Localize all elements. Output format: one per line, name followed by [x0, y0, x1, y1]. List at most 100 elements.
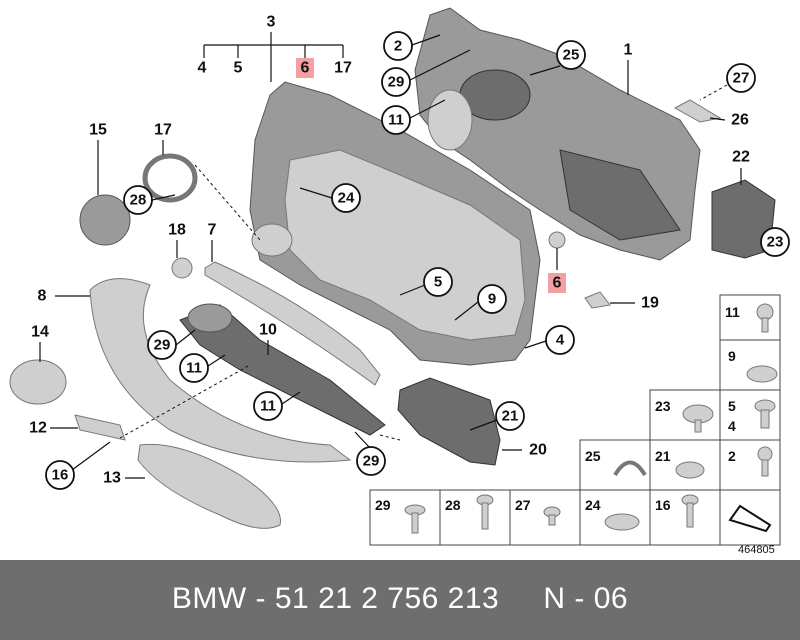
- table-cell-label: 5: [728, 398, 736, 414]
- callout-17: 17: [154, 122, 172, 155]
- callout-10: 10: [259, 322, 277, 355]
- svg-text:18: 18: [168, 222, 186, 239]
- callout-18: 18: [168, 222, 186, 258]
- svg-text:7: 7: [208, 222, 217, 239]
- callout-9: 9: [454, 284, 507, 321]
- exploded-parts-diagram: 3 4 5 6 17 2 29 11 25 1 2: [9, 7, 790, 556]
- callout-25: 25: [529, 40, 586, 76]
- callout-26: 26: [709, 112, 749, 129]
- svg-text:22: 22: [732, 149, 750, 166]
- svg-text:8: 8: [38, 288, 47, 305]
- table-cell-label-second: 4: [728, 418, 736, 434]
- small-ring-part: [171, 257, 193, 279]
- svg-text:28: 28: [130, 192, 147, 209]
- callout-5: 5: [399, 267, 453, 297]
- callout-16: 16: [45, 364, 251, 490]
- callout-13: 13: [103, 470, 145, 487]
- svg-text:15: 15: [89, 122, 107, 139]
- callout-28: 28: [123, 164, 261, 241]
- callout-15: 15: [89, 122, 107, 195]
- svg-text:26: 26: [731, 112, 749, 129]
- svg-text:23: 23: [767, 234, 784, 251]
- callout-7: 7: [208, 222, 217, 262]
- top-group-main-label: 3: [267, 14, 276, 31]
- table-cell-label: 9: [728, 348, 736, 364]
- table-cell-label: 29: [375, 497, 391, 513]
- svg-text:2: 2: [394, 38, 402, 55]
- callout-20: 20: [502, 442, 547, 459]
- callout-11b: 11: [179, 353, 226, 383]
- svg-text:16: 16: [52, 467, 69, 484]
- table-cell-label: 25: [585, 448, 601, 464]
- part-number-caption: BMW - 51 21 2 756 213 N - 06: [171, 582, 629, 615]
- table-cell-label: 2: [728, 448, 736, 464]
- top-group-label-5: 5: [234, 60, 243, 77]
- handle-bezel-part: [187, 303, 233, 333]
- table-cell-label: 11: [725, 304, 740, 320]
- callout-11c: 11: [253, 391, 301, 421]
- table-cell-label: 23: [655, 398, 671, 414]
- svg-text:29: 29: [154, 337, 171, 354]
- svg-text:5: 5: [434, 274, 442, 291]
- top-group-label-6: 6: [301, 60, 310, 77]
- svg-text:17: 17: [154, 122, 172, 139]
- top-group-bracket: 3 4 5 6 17: [198, 14, 352, 82]
- svg-text:19: 19: [641, 295, 659, 312]
- svg-text:10: 10: [259, 322, 277, 339]
- callout-8: 8: [38, 288, 90, 305]
- table-cell-label: 27: [515, 497, 531, 513]
- table-cell-label: 21: [655, 448, 671, 464]
- callout-1: 1: [624, 42, 633, 95]
- bracket-part-26: [673, 99, 722, 123]
- svg-text:21: 21: [502, 408, 519, 425]
- handle-cover-part: [137, 443, 281, 529]
- callout-12: 12: [29, 420, 78, 437]
- handle-carrier-part: [179, 304, 386, 436]
- diagram-canvas: 3 4 5 6 17 2 29 11 25 1 2: [9, 7, 790, 556]
- highlight-marker-top: [296, 58, 314, 78]
- highlight-marker-lower: [548, 273, 566, 293]
- orientation-arrow-icon: [728, 504, 772, 533]
- callout-24: 24: [299, 183, 361, 213]
- callout-29b: 29: [147, 329, 196, 360]
- callout-21: 21: [469, 401, 525, 431]
- table-cell-label: 28: [445, 497, 461, 513]
- svg-text:9: 9: [488, 291, 496, 308]
- top-group-label-4: 4: [198, 60, 207, 77]
- callout-29a: 29: [381, 49, 471, 97]
- speaker-ring-part: [142, 153, 198, 203]
- svg-text:27: 27: [733, 70, 750, 87]
- svg-text:1: 1: [624, 42, 633, 59]
- small-parts-table: 11 9 23 5 4 25 21 2 29 28 27 24: [369, 294, 781, 546]
- svg-text:13: 13: [103, 470, 121, 487]
- trim-strip-part: [204, 261, 381, 386]
- storage-pocket-part: [397, 377, 501, 466]
- top-group-label-17: 17: [334, 60, 352, 77]
- clip-part-19: [584, 291, 611, 309]
- callout-6b: 6: [548, 248, 566, 293]
- callout-4: 4: [524, 325, 575, 355]
- footer-bar: BMW - 51 21 2 756 213 N - 06: [0, 560, 800, 640]
- callout-22: 22: [732, 149, 750, 185]
- clip-part-6: [548, 231, 566, 249]
- svg-text:25: 25: [563, 47, 580, 64]
- svg-text:11: 11: [186, 360, 202, 377]
- callout-29c: 29: [354, 431, 401, 476]
- callout-19: 19: [610, 295, 659, 312]
- table-cell-label: 16: [655, 497, 671, 513]
- callout-27: 27: [699, 63, 756, 101]
- svg-text:12: 12: [29, 420, 47, 437]
- svg-text:4: 4: [556, 332, 565, 349]
- svg-text:20: 20: [529, 442, 547, 459]
- armrest-part: [89, 278, 352, 463]
- svg-text:11: 11: [388, 112, 404, 129]
- door-carrier-panel-part: [414, 7, 701, 261]
- svg-text:29: 29: [388, 74, 405, 91]
- lock-knob-part: [9, 359, 67, 405]
- svg-text:6: 6: [553, 275, 562, 292]
- reference-number: 464805: [738, 544, 775, 556]
- svg-text:24: 24: [338, 190, 355, 207]
- svg-text:29: 29: [363, 453, 380, 470]
- small-strip-part: [74, 414, 126, 441]
- callout-23: 23: [760, 227, 790, 257]
